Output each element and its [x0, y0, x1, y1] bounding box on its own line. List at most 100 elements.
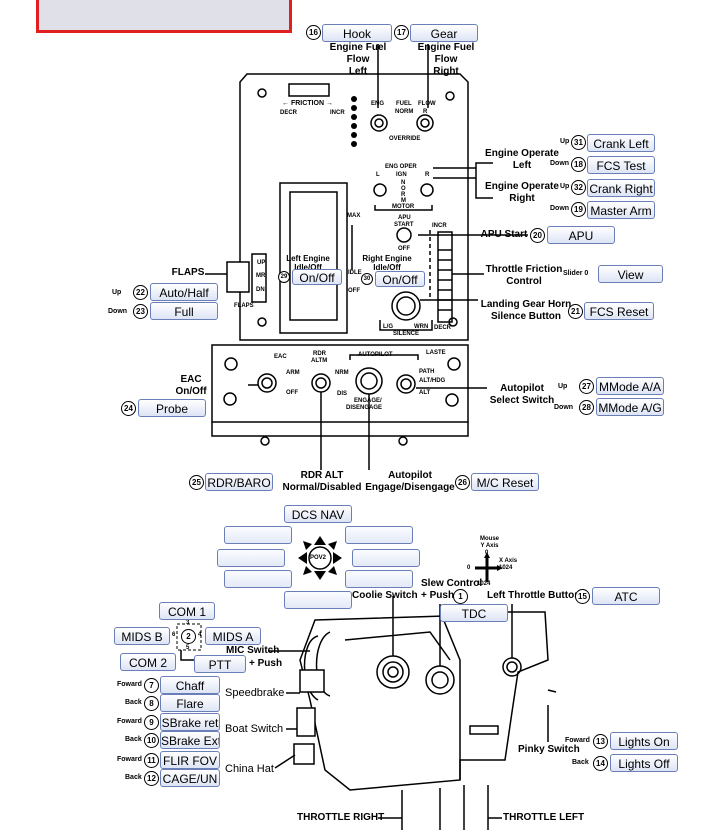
- sbrake-ext-button[interactable]: SBrake Ext: [160, 731, 220, 749]
- view-button[interactable]: View: [598, 265, 663, 283]
- lights-on-side: Foward: [565, 737, 590, 744]
- pov-up-right-button[interactable]: [345, 526, 413, 544]
- pov-right-button[interactable]: [352, 549, 420, 567]
- mc-reset-button[interactable]: M/C Reset: [471, 473, 539, 491]
- chaff-button[interactable]: Chaff: [160, 676, 220, 694]
- pov-down-left-button[interactable]: [224, 570, 292, 588]
- dis-label: DIS: [337, 391, 348, 397]
- mc-reset-num: 26: [455, 475, 470, 490]
- probe-button[interactable]: Probe: [138, 399, 206, 417]
- sbrake-ret-button[interactable]: SBrake ret: [160, 713, 220, 731]
- pov-left-button[interactable]: [217, 549, 285, 567]
- coolie-label: Coolie Switch: [352, 590, 418, 601]
- slew-label: Slew Control: [421, 578, 483, 589]
- fcs-test-side: Down: [550, 160, 570, 167]
- pov-up-left-button[interactable]: [224, 526, 292, 544]
- flir-fov-num: 11: [144, 753, 159, 768]
- atc-button[interactable]: ATC: [592, 587, 660, 605]
- friction-text: FRICTION: [290, 100, 325, 107]
- on-off-left-button[interactable]: On/Off: [292, 269, 342, 285]
- chaff-num: 7: [144, 678, 159, 693]
- lights-off-button[interactable]: Lights Off: [610, 754, 678, 772]
- lights-on-button[interactable]: Lights On: [610, 732, 678, 750]
- hat-num: 2: [181, 629, 196, 644]
- dcs-nav-button[interactable]: DCS NAV: [284, 505, 352, 523]
- auto-half-num: 22: [133, 285, 148, 300]
- lights-off-num: 14: [593, 756, 608, 771]
- eac-panel-label: EAC: [274, 354, 287, 360]
- master-arm-button[interactable]: Master Arm: [587, 201, 655, 219]
- sbrake-ret-side: Foward: [117, 718, 142, 725]
- apu-button[interactable]: APU: [547, 226, 615, 244]
- silence-label: SILENCE: [393, 331, 420, 337]
- china-label: China Hat: [225, 763, 274, 775]
- eng-ff-left-label: Engine Fuel Flow Left: [329, 42, 387, 77]
- zero-left-label: 0: [467, 565, 471, 571]
- boat-label: Boat Switch: [225, 723, 284, 735]
- hat5-label: 5: [186, 645, 190, 651]
- probe-num: 24: [121, 401, 136, 416]
- flare-side: Back: [125, 699, 142, 706]
- rdr-baro-button[interactable]: RDR/BARO: [205, 473, 273, 491]
- eng-ff-right-label: Engine Fuel Flow Right: [417, 42, 475, 77]
- crank-right-button[interactable]: Crank Right: [587, 179, 655, 197]
- pov-down-right-button[interactable]: [345, 570, 413, 588]
- throttle-friction-label: Throttle Friction Control: [485, 264, 563, 287]
- flaps-panel-label: FLAPS: [234, 303, 254, 309]
- com1-button[interactable]: COM 1: [159, 602, 215, 620]
- apu-num: 20: [530, 228, 545, 243]
- auto-half-button[interactable]: Auto/Half: [150, 283, 218, 301]
- autopilot-select-switch: [396, 374, 416, 394]
- on-off-right-num: 30: [361, 273, 373, 285]
- hook-button[interactable]: Hook: [322, 24, 392, 42]
- fcs-reset-num: 21: [568, 304, 583, 319]
- flaps-up-label: UP: [257, 260, 266, 266]
- rdr-baro-num: 25: [189, 475, 204, 490]
- disengage-label: DISENGAGE: [346, 405, 383, 411]
- apu-off-label: OFF: [398, 246, 410, 252]
- tdc-button[interactable]: TDC: [440, 604, 508, 622]
- eng-op-right-label: Engine Operate Right: [485, 181, 559, 204]
- throttle-body: [299, 611, 549, 791]
- fcs-test-button[interactable]: FCS Test: [587, 156, 655, 174]
- com2-button[interactable]: COM 2: [120, 653, 176, 671]
- pov2-hat: [308, 546, 332, 570]
- motor-label: MOTOR: [392, 204, 415, 210]
- ap-engage-label: Autopilot Engage/Disengage: [365, 470, 455, 493]
- mids-a-button[interactable]: MIDS A: [205, 627, 261, 645]
- decr2-label: DECR: [434, 325, 452, 331]
- flaps-mr-label: MR: [256, 273, 266, 279]
- ptt-button[interactable]: PTT: [194, 655, 246, 673]
- crank-left-button[interactable]: Crank Left: [587, 134, 655, 152]
- mmode-aa-button[interactable]: MMode A/A: [596, 377, 664, 395]
- view-side: Slider 0: [563, 270, 589, 277]
- cage-un-button[interactable]: CAGE/UN: [160, 769, 220, 787]
- on-off-left-num: 29: [278, 271, 290, 283]
- gear-button[interactable]: Gear: [410, 24, 478, 42]
- eng-label: ENG: [371, 101, 385, 107]
- push1-num: 1: [453, 589, 468, 604]
- pov-down-button[interactable]: [284, 591, 352, 609]
- mids-b-button[interactable]: MIDS B: [114, 627, 170, 645]
- on-off-right-button[interactable]: On/Off: [375, 271, 425, 287]
- flir-fov-button[interactable]: FLIR FOV: [160, 751, 220, 769]
- mmode-ag-button[interactable]: MMode A/G: [596, 398, 664, 416]
- fcs-reset-button[interactable]: FCS Reset: [584, 302, 654, 320]
- lg-horn-label: Landing Gear Horn Silence Button: [480, 299, 572, 322]
- flare-button[interactable]: Flare: [160, 694, 220, 712]
- full-button[interactable]: Full: [150, 302, 218, 320]
- cage-un-side: Back: [125, 774, 142, 781]
- hook-num: 16: [306, 25, 321, 40]
- right-engine-idle-label: Right Engine Idle/Off: [362, 254, 412, 272]
- sbrake-ext-side: Back: [125, 736, 142, 743]
- eng-op-left-label: Engine Operate Left: [485, 148, 559, 171]
- hat3-label: 3: [186, 620, 190, 626]
- speedbrake-label: Speedbrake: [225, 687, 285, 699]
- lights-off-side: Back: [572, 759, 589, 766]
- crank-left-side: Up: [560, 138, 570, 145]
- eng-fuel-knob-right: [416, 114, 434, 132]
- push2-label: + Push: [249, 658, 283, 669]
- crank-right-num: 32: [571, 180, 586, 195]
- ap-select-label: Autopilot Select Switch: [489, 383, 555, 406]
- friction-label: ← FRICTION →: [282, 100, 333, 107]
